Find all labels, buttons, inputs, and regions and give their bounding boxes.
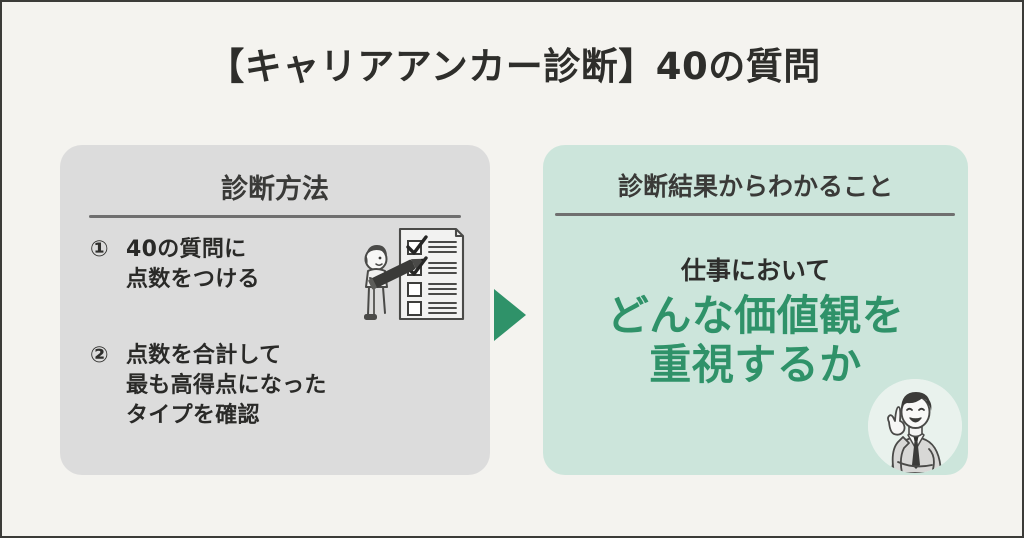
result-subtitle: 仕事において — [680, 256, 831, 285]
method-panel-divider — [89, 215, 461, 218]
result-panel-heading: 診断結果からわかること — [617, 172, 893, 201]
method-step-2-text: 点数を合計して 最も高得点になった タイプを確認 — [126, 343, 327, 428]
checklist-person-illustration — [356, 223, 468, 325]
method-step-1: ① 40の質問に 点数をつける — [90, 235, 260, 295]
method-panel-heading: 診断方法 — [221, 174, 329, 205]
result-panel-divider — [555, 213, 955, 216]
method-step-1-text: 40の質問に 点数をつける — [126, 237, 260, 292]
right-triangle-arrow-icon — [494, 289, 526, 341]
method-step-2: ② 点数を合計して 最も高得点になった タイプを確認 — [90, 341, 327, 431]
businessman-pointing-up-illustration — [868, 379, 962, 473]
result-emphasis-text: どんな価値観を 重視するか — [606, 291, 905, 389]
page-title: 【キャリアアンカー診断】40の質問 — [207, 45, 821, 88]
method-panel: 診断方法 ① 40の質問に 点数をつける ② 点数を合計して 最も高得点になった… — [60, 145, 490, 475]
method-step-2-marker: ② — [90, 343, 109, 368]
result-panel: 診断結果からわかること 仕事において どんな価値観を 重視するか — [543, 145, 968, 475]
method-step-1-marker: ① — [90, 237, 109, 262]
